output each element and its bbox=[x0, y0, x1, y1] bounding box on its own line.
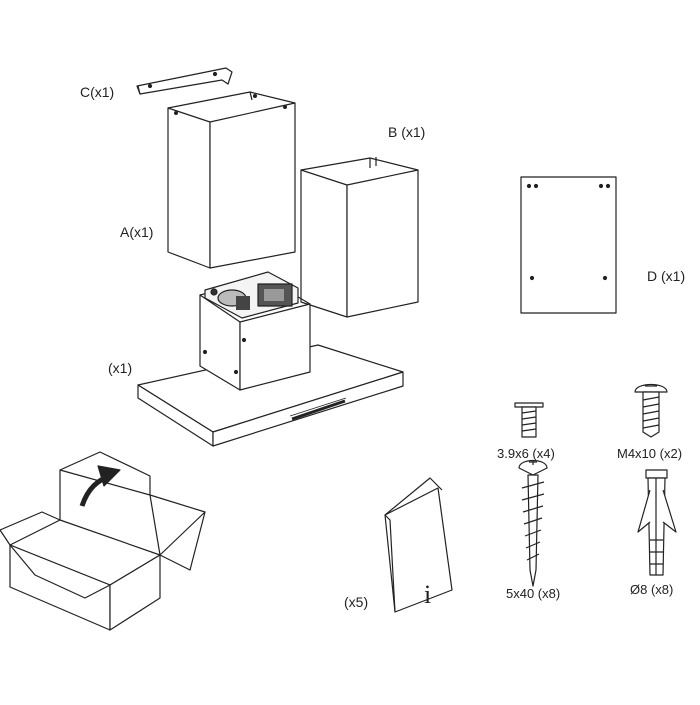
label-chimney-b: B (x1) bbox=[388, 124, 426, 140]
plate-d bbox=[520, 176, 617, 314]
chimney-b bbox=[300, 157, 419, 318]
label-wood-screw: 5x40 (x8) bbox=[506, 586, 561, 601]
hood-body bbox=[137, 271, 404, 447]
label-hood: (x1) bbox=[108, 360, 133, 376]
wall-plug bbox=[637, 469, 677, 576]
label-chimney-a: A(x1) bbox=[120, 224, 154, 240]
screw-small bbox=[514, 402, 544, 438]
wood-screw bbox=[518, 459, 548, 587]
label-bracket-c: C(x1) bbox=[80, 84, 115, 100]
label-wall-plug: Ø8 (x8) bbox=[630, 582, 674, 597]
label-manual: (x5) bbox=[344, 594, 369, 610]
manual-info-glyph: i bbox=[424, 580, 432, 609]
manual-booklet bbox=[384, 477, 453, 613]
label-plate-d: D (x1) bbox=[647, 268, 686, 284]
chimney-a bbox=[167, 91, 296, 269]
packaging-box bbox=[0, 451, 206, 631]
bracket-c bbox=[136, 67, 233, 95]
label-screw-m4: M4x10 (x2) bbox=[617, 446, 683, 461]
label-screw-small: 3.9x6 (x4) bbox=[497, 446, 555, 461]
screw-m4 bbox=[634, 383, 668, 438]
